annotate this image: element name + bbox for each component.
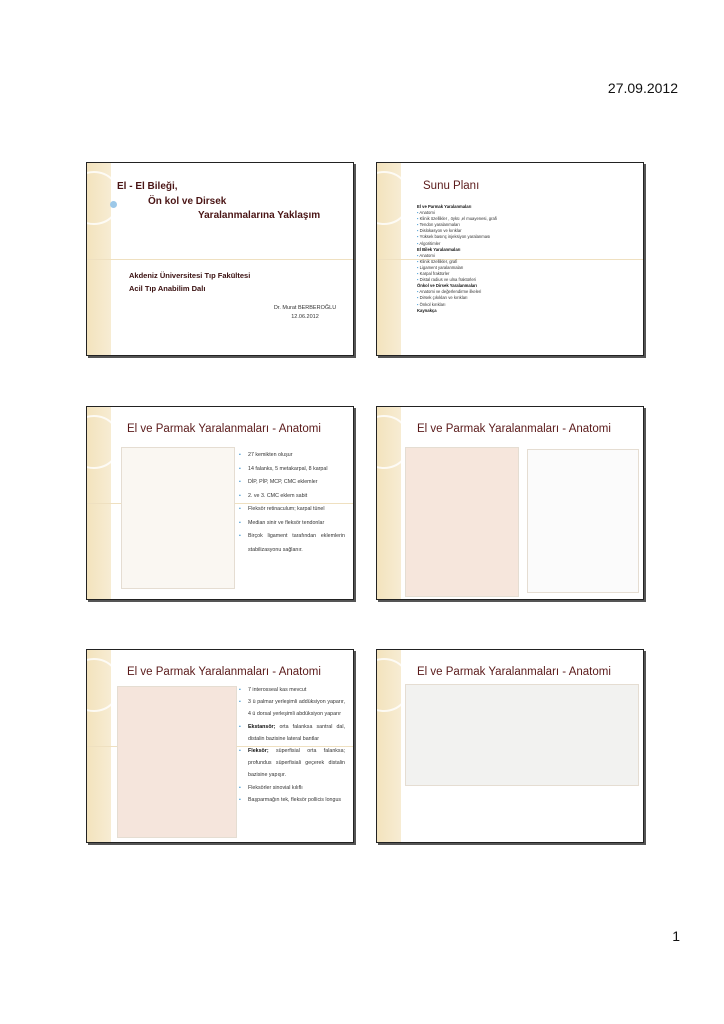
ring-decoration [87,415,121,469]
bullet: Birçok ligament tarafından eklemlerin st… [239,530,345,557]
header-date: 27.09.2012 [607,80,678,96]
bullet: 7 interosseal kas mevcut [239,684,345,696]
palmar-hand-figure [405,447,519,597]
slide-anatomy-bones: El ve Parmak Yaralanmaları - Anatomi 27 … [86,406,354,600]
bullet-text: 3 ü palmar yerleşimli addüksiyon yaparır… [248,699,345,718]
page-number: 1 [672,928,680,944]
list-item: Tendon yaralanmaları [417,222,497,228]
ring-decoration [377,171,411,225]
bullet: Median sinir ve fleksör tendonlar [239,517,345,531]
divider [87,259,353,260]
slide-plan: Sunu Planı El ve Parmak Yaralanmaları An… [376,162,644,356]
hand-skeleton-figure [121,447,235,589]
title-line-3: Yaralanmalarına Yaklaşım [198,210,321,221]
title-line-1: El - El Bileği, [117,181,178,192]
list-item: Anatomi [417,210,497,216]
bullet: Başparmağın tek, fleksör pollicis longus [239,794,345,806]
bullet-bold: Fleksör; [248,748,269,755]
list-item: Önkol kırıkları [417,302,497,308]
institution-line-2: Acil Tıp Anabilim Dalı [129,284,206,293]
slide-anatomy-muscles: El ve Parmak Yaralanmaları - Anatomi 7 i… [86,649,354,843]
slide-anatomy-extensor: El ve Parmak Yaralanmaları - Anatomi [376,649,644,843]
bullet-text: orta falanksa santral dal, distalin bazi… [248,723,345,742]
bullet-bold: Ekstansör; [248,723,276,730]
list-item: Anatomi [417,253,497,259]
bullet: 14 falanks, 5 metakarpal, 8 karpal [239,463,345,477]
list-item: Distal radius ve ulna fraktürleri [417,277,497,283]
bullet: 2. ve 3. CMC eklem sabit [239,490,345,504]
list-item: Dislokasyon ve kırıklar [417,228,497,234]
finger-extensor-figure [405,684,639,786]
section-heading: El Bilek Yaralanmaları [417,246,461,252]
section-heading: Kaynakça [417,307,437,313]
bullet-list: 27 kemikten oluşur 14 falanks, 5 metakar… [239,449,345,557]
list-item: Karpal fraktürler [417,271,497,277]
bullet-text: 7 interosseal kas mevcut [248,687,307,693]
bullet: Fleksör; süperfisial orta falanksa; prof… [239,745,345,782]
bubble-decoration [110,201,117,208]
bullet: Fleksörler sinovial kılıflı [239,782,345,794]
bullet: 3 ü palmar yerleşimli addüksiyon yaparır… [239,696,345,720]
section-heading: El ve Parmak Yaralanmaları [417,204,472,209]
list-item: Anatomi ve değerlendirme ilkeleri [417,289,497,295]
list-item: Ligament yaralanmaları [417,265,497,271]
bullet-list: 7 interosseal kas mevcut 3 ü palmar yerl… [239,684,345,806]
slide-title: El - El Bileği, Ön kol ve Dirsek Yaralan… [86,162,354,356]
ring-decoration [87,171,121,225]
divider [377,259,643,260]
plan-list: El ve Parmak Yaralanmaları Anatomi Klini… [417,204,497,314]
list-item: Algoritimler [417,241,497,247]
list-item: Klinik özellikler, grafi [417,259,497,265]
slide-title: El ve Parmak Yaralanmaları - Anatomi [127,423,321,435]
title-line-2: Ön kol ve Dirsek [148,196,227,207]
institution-line-1: Akdeniz Üniversitesi Tıp Fakültesi [129,271,251,280]
slide-title: El ve Parmak Yaralanmaları - Anatomi [417,666,611,678]
bullet-text: Başparmağın tek, fleksör pollicis longus [248,796,342,803]
bullet: Ekstansör; orta falanksa santral dal, di… [239,721,345,745]
slide-title: El ve Parmak Yaralanmaları - Anatomi [127,666,321,678]
bullet: Fleksör retinaculum; karpal tünel [239,503,345,517]
slide-title: Sunu Planı [423,180,480,192]
list-item: Yüksek basınç injeksiyon yaralanması [417,234,497,240]
finger-tendon-figure [527,449,639,593]
list-item: Dirsek çıkıkları ve kırıkları [417,295,497,301]
ring-decoration [87,658,121,712]
bullet-text: süperfisial orta falanksa; profundus süp… [248,748,345,779]
slide-title: El ve Parmak Yaralanmaları - Anatomi [417,423,611,435]
bullet: DİP, PİP, MCP, CMC eklemler [239,476,345,490]
section-heading: Önkol ve Dirsek Yaralanmaları [417,283,477,289]
list-item: Klinik özellikler , öykü ,el muayenesi, … [417,216,497,222]
slide-anatomy-tendons: El ve Parmak Yaralanmaları - Anatomi [376,406,644,600]
slide-date: 12.06.2012 [291,314,319,320]
author: Dr. Murat BERBEROĞLU [273,305,337,311]
bullet: 27 kemikten oluşur [239,449,345,463]
bullet-text: Fleksörler sinovial kılıflı [248,784,303,791]
hand-muscles-figure [117,686,237,838]
